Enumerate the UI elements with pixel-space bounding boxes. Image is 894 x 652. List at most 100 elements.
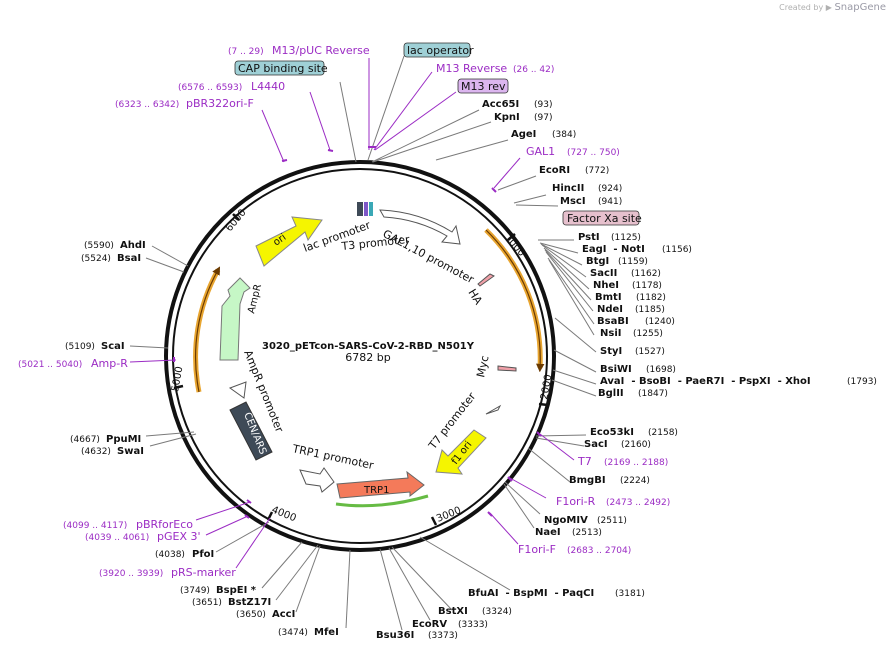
- enzyme-ecorv: EcoRV: [412, 619, 447, 630]
- enzyme-bmti-pos: (1182): [636, 293, 666, 303]
- feature-trp1-label: TRP1: [363, 485, 389, 496]
- feature-ha-label: HA: [465, 287, 485, 308]
- enzyme-bsabi-pos: (1240): [645, 317, 675, 327]
- feature-ha: [477, 273, 495, 287]
- enzyme-avai-group: AvaI - BsoBI - PaeR7I - PspXI - XhoI: [600, 376, 811, 387]
- plasmid-length: 6782 bp: [345, 351, 390, 364]
- enzyme-ecori-pos: (772): [585, 166, 609, 176]
- enzyme-ngomiv-pos: (2511): [597, 516, 627, 526]
- feature-trp1: TRP1: [335, 470, 429, 508]
- enzyme-swai-pos: (4632): [81, 447, 111, 457]
- snapgene-credit: Created by ▶ SnapGene: [779, 2, 886, 13]
- enzyme-bspei-pos: (3749): [180, 586, 210, 596]
- enzyme-nsii: NsiI: [600, 328, 621, 339]
- enzyme-nhei-pos: (1178): [632, 281, 662, 291]
- primer-connectors: [129, 58, 575, 569]
- enzyme-acci-pos: (3650): [236, 610, 266, 620]
- backbone-inner-ring: [172, 168, 548, 544]
- enzyme-nsii-pos: (1255): [633, 329, 663, 339]
- enzyme-bsai-pos: (5524): [81, 254, 111, 264]
- enzyme-saci-pos: (2160): [621, 440, 651, 450]
- enzyme-sacii: SacII: [590, 268, 617, 279]
- primer-t7-name: T7: [577, 455, 592, 468]
- primer-pgex3-name: pGEX 3': [157, 530, 201, 543]
- enzyme-mfei: MfeI: [314, 627, 339, 638]
- primer-m13-puc-reverse-name: M13/pUC Reverse: [272, 44, 370, 57]
- enzyme-pfoi-pos: (4038): [155, 550, 185, 560]
- enzyme-hincii-pos: (924): [598, 184, 622, 194]
- marker-m13-rev: [364, 202, 368, 216]
- primer-t7-range: (2169 .. 2188): [604, 458, 668, 468]
- enzyme-bsiwi: BsiWI: [600, 364, 632, 375]
- factor-xa-box: [562, 210, 640, 226]
- primer-l4440-range: (6576 .. 6593): [178, 83, 242, 93]
- tick-label-2000: 2000: [539, 374, 554, 401]
- enzyme-nhei: NheI: [593, 280, 619, 291]
- primer-m13-puc-reverse-range: (7 .. 29): [228, 47, 264, 57]
- primer-l4440-name: L4440: [251, 80, 285, 93]
- primer-prs-marker-range: (3920 .. 3939): [99, 569, 163, 579]
- m13-rev-box: [457, 78, 509, 94]
- enzyme-psti: PstI: [578, 232, 600, 243]
- enzyme-avai-group-pos: (1793): [847, 377, 877, 387]
- enzyme-bsabi: BsaBI: [597, 316, 629, 327]
- primer-gal1-name: GAL1: [526, 145, 555, 158]
- enzyme-ndei: NdeI: [597, 304, 623, 315]
- enzyme-bstz17i-pos: (3651): [192, 598, 222, 608]
- enzyme-naei-pos: (2513): [572, 528, 602, 538]
- lac-operator-box: [403, 42, 471, 58]
- enzyme-styi-pos: (1527): [635, 347, 665, 357]
- primer-pgex3-range: (4039 .. 4061): [85, 533, 149, 543]
- enzyme-msci-pos: (941): [598, 197, 622, 207]
- feature-t7-promoter: [485, 404, 502, 415]
- enzyme-psti-pos: (1125): [611, 233, 641, 243]
- enzyme-hincii: HincII: [552, 183, 584, 194]
- enzyme-eagi-noti-pos: (1156): [662, 245, 692, 255]
- enzyme-btgi-pos: (1159): [618, 257, 648, 267]
- enzyme-bfuai-group: BfuAI - BspMI - PaqCI: [468, 588, 594, 599]
- snapgene-logo-icon: ▶: [825, 3, 832, 12]
- feature-gal-promoter-label: GAL1,10 promoter: [381, 227, 477, 286]
- enzyme-agei: AgeI: [511, 129, 536, 140]
- credit-brand: SnapGene: [834, 2, 886, 13]
- feature-trp1-promoter-label: TRP1 promoter: [290, 442, 375, 472]
- enzyme-btgi: BtgI: [586, 256, 609, 267]
- enzyme-acc65i: Acc65I: [482, 99, 519, 110]
- primer-f1ori-r-range: (2473 .. 2492): [606, 498, 670, 508]
- primer-pbrforeco-range: (4099 .. 4117): [63, 521, 127, 531]
- enzyme-sacii-pos: (1162): [631, 269, 661, 279]
- enzyme-bstxi-pos: (3324): [482, 607, 512, 617]
- enzyme-scai-pos: (5109): [65, 342, 95, 352]
- feature-trp1-promoter: [299, 467, 335, 493]
- enzyme-bmgbi-pos: (2224): [620, 476, 650, 486]
- primer-gal1-range: (727 .. 750): [567, 148, 620, 158]
- lac-operator-label: lac operator: [407, 44, 474, 57]
- enzyme-acci: AccI: [272, 609, 295, 620]
- enzyme-swai: SwaI: [117, 446, 144, 457]
- enzyme-ngomiv: NgoMIV: [544, 515, 588, 526]
- enzyme-scai: ScaI: [101, 341, 125, 352]
- enzyme-bglii-pos: (1847): [638, 389, 668, 399]
- enzyme-bsu36i-pos: (3373): [428, 631, 458, 641]
- primer-pbr322ori-f-name: pBR322ori-F: [186, 97, 254, 110]
- primer-f1ori-r-name: F1ori-R: [556, 495, 596, 508]
- enzyme-bfuai-group-pos: (3181): [615, 589, 645, 599]
- feature-myc-label: Myc: [474, 354, 491, 378]
- enzyme-eco53ki: Eco53kI: [590, 427, 634, 438]
- enzyme-ecorv-pos: (3333): [458, 620, 488, 630]
- factor-xa-label: Factor Xa site: [567, 212, 642, 225]
- enzyme-styi: StyI: [600, 346, 622, 357]
- enzyme-bmgbi: BmgBI: [569, 475, 606, 486]
- marker-cap-site: [369, 202, 373, 216]
- enzyme-naei: NaeI: [535, 527, 561, 538]
- enzyme-kpni: KpnI: [494, 112, 520, 123]
- cap-binding-site-box: [234, 60, 325, 76]
- enzyme-connectors: [129, 55, 597, 631]
- enzyme-eagi-noti: EagI - NotI: [582, 244, 645, 255]
- enzyme-bstz17i: BstZ17I: [228, 597, 271, 608]
- feature-myc: [497, 365, 517, 372]
- enzyme-agei-pos: (384): [552, 130, 576, 140]
- primer-pbrforeco-name: pBRforEco: [136, 518, 193, 531]
- enzyme-bmti: BmtI: [595, 292, 622, 303]
